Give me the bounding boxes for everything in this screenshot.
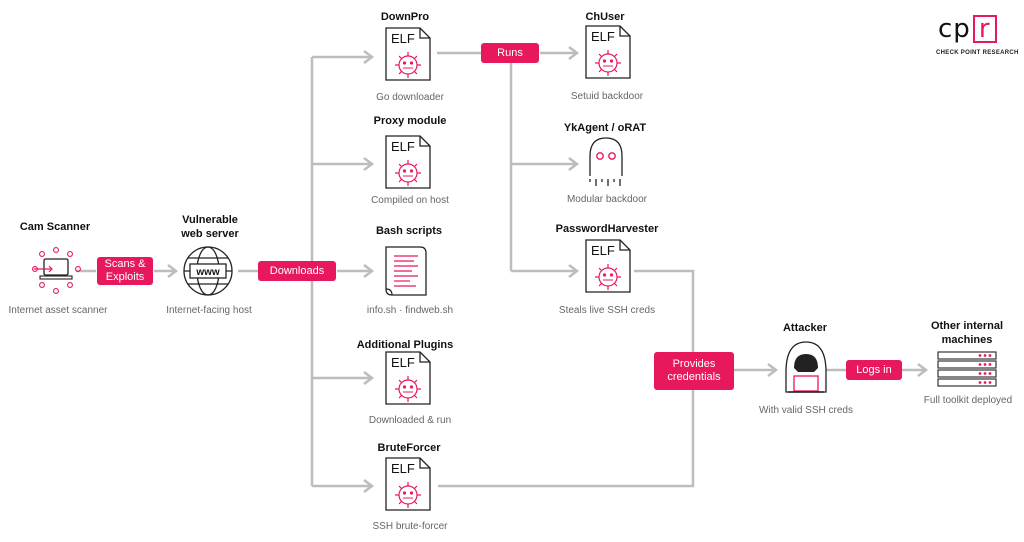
runs-label: Runs xyxy=(481,43,539,63)
attacker-caption: With valid SSH creds xyxy=(759,405,853,416)
bruteforcer-elf-icon xyxy=(385,457,431,511)
chuser-elf-icon xyxy=(585,25,631,79)
chuser-title: ChUser xyxy=(585,11,625,23)
web-server-title: Vulnerable web server xyxy=(181,214,239,240)
attacker-title: Attacker xyxy=(782,322,828,334)
svg-text:www: www xyxy=(195,267,220,278)
bash-scripts-title: Bash scripts xyxy=(375,225,443,237)
bruteforcer-caption: SSH brute-forcer xyxy=(372,521,448,532)
proxy-module-caption: Compiled on host xyxy=(371,195,449,206)
downpro-caption: Go downloader xyxy=(376,92,444,103)
bruteforcer-title: BruteForcer xyxy=(377,442,441,454)
provides-credentials-label: Provides credentials xyxy=(654,352,734,390)
pwharvester-elf-icon xyxy=(585,239,631,293)
downpro-title: DownPro xyxy=(380,11,430,23)
chuser-caption: Setuid backdoor xyxy=(570,91,644,102)
bash-scripts-caption: info.sh · findweb.sh xyxy=(366,305,454,316)
plugins-elf-icon xyxy=(385,351,431,405)
scans-exploits-label: Scans & Exploits xyxy=(97,257,153,285)
ghost-icon xyxy=(589,137,623,186)
cam-scanner-caption: Internet asset scanner xyxy=(8,305,108,316)
cam-scanner-title: Cam Scanner xyxy=(19,221,91,233)
pwharvester-caption: Steals live SSH creds xyxy=(558,305,656,316)
downpro-elf-icon xyxy=(385,27,431,81)
ykagent-caption: Modular backdoor xyxy=(566,194,648,205)
ykagent-title: YkAgent / oRAT xyxy=(563,122,647,134)
additional-plugins-caption: Downloaded & run xyxy=(368,415,452,426)
proxy-module-title: Proxy module xyxy=(373,115,447,127)
downloads-label: Downloads xyxy=(258,261,336,281)
pwharvester-title: PasswordHarvester xyxy=(555,223,659,235)
laptop-scanner-icon xyxy=(32,247,81,294)
hooded-hacker-icon xyxy=(785,341,827,393)
internal-machines-caption: Full toolkit deployed xyxy=(923,395,1013,406)
server-rack-icon xyxy=(937,351,997,387)
globe-www-icon: www xyxy=(183,246,233,296)
additional-plugins-title: Additional Plugins xyxy=(356,339,454,351)
proxy-elf-icon xyxy=(385,135,431,189)
script-scroll-icon xyxy=(385,246,427,296)
web-server-caption: Internet-facing host xyxy=(166,305,252,316)
logs-in-label: Logs in xyxy=(846,360,902,380)
internal-machines-title: Other internal machines xyxy=(930,320,1004,346)
